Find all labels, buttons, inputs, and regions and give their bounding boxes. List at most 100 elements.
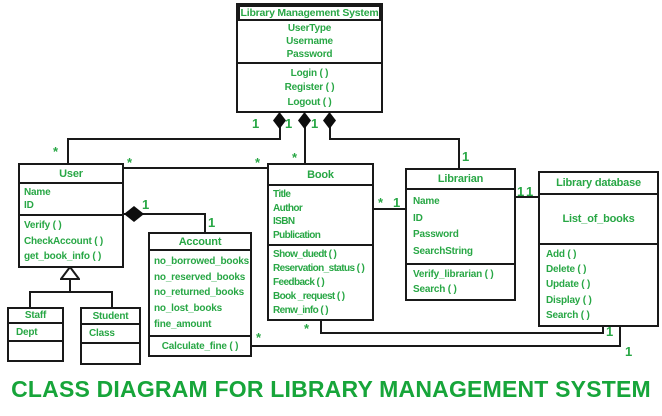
attribute: Password — [286, 49, 333, 60]
methods-section: Calculate_fine ( ) — [150, 335, 250, 355]
attributes-section: Name ID — [20, 184, 122, 214]
attribute: Title — [273, 188, 291, 200]
generalization-triangle-icon — [60, 266, 80, 280]
method: Verify ( ) — [24, 220, 62, 232]
method: Display ( ) — [546, 294, 592, 306]
edge-lms-librarian — [329, 126, 331, 140]
multiplicity-label: 1 — [462, 149, 470, 164]
multiplicity-label: 1 — [252, 116, 260, 131]
attributes-section: Class — [82, 325, 139, 342]
edge-user-account — [123, 213, 206, 215]
class-staff: Staff Dept — [7, 307, 64, 362]
method: Add ( ) — [546, 249, 577, 261]
class-librarian: Librarian Name ID Password SearchString … — [405, 168, 516, 301]
class-title: Student — [82, 309, 139, 325]
multiplicity-label: * — [256, 330, 262, 345]
edge-lms-book — [304, 126, 306, 164]
attribute: no_borrowed_books — [154, 255, 249, 267]
edge-book-librarian — [373, 208, 406, 210]
composition-diamond-icon — [124, 206, 144, 222]
attributes-section: Title Author ISBN Publication — [269, 186, 372, 244]
methods-section — [82, 342, 139, 363]
class-title: Library database — [540, 173, 657, 195]
attribute: SearchString — [413, 246, 473, 258]
method: Search ( ) — [546, 309, 590, 321]
multiplicity-label: * — [378, 195, 384, 210]
edge-lms-user — [67, 138, 281, 140]
methods-section: Show_duedt ( ) Reservation_status ( ) Fe… — [269, 244, 372, 319]
multiplicity-label: 1 — [517, 184, 525, 199]
edge-user-book — [123, 167, 268, 169]
multiplicity-label: * — [292, 150, 298, 165]
class-student: Student Class — [80, 307, 141, 365]
class-title: Account — [150, 234, 250, 251]
methods-section: Verify_librarian ( ) Search ( ) — [407, 263, 514, 299]
attributes-section: UserType Username Password — [238, 21, 381, 62]
edge-user-generalization — [69, 278, 71, 293]
class-title: Staff — [9, 309, 62, 324]
method: CheckAccount ( ) — [24, 235, 104, 247]
multiplicity-label: * — [53, 144, 59, 159]
composition-diamond-icon — [323, 112, 336, 129]
method: Feedback ( ) — [273, 277, 325, 288]
composition-diamond-icon — [298, 112, 311, 129]
method: Calculate_fine ( ) — [161, 340, 239, 352]
attribute: List_of_books — [562, 213, 635, 225]
edge-account-libdb — [251, 345, 621, 347]
method: Verify_librarian ( ) — [413, 269, 494, 280]
class-user: User Name ID Verify ( ) CheckAccount ( )… — [18, 163, 124, 268]
edge-lms-librarian — [329, 138, 460, 140]
attribute: Class — [89, 328, 115, 339]
method: get_book_info ( ) — [24, 250, 102, 262]
edge-librarian-libdb — [514, 196, 539, 198]
attributes-section: no_borrowed_books no_reserved_books no_r… — [150, 251, 250, 335]
methods-section: Add ( ) Delete ( ) Update ( ) Display ( … — [540, 243, 657, 325]
attribute: fine_amount — [154, 319, 212, 331]
multiplicity-label: * — [304, 321, 310, 336]
edge-user-generalization — [29, 291, 113, 293]
multiplicity-label: 1 — [526, 184, 534, 199]
attributes-section: List_of_books — [540, 195, 657, 243]
multiplicity-label: 1 — [393, 195, 401, 210]
class-title: Librarian — [407, 170, 514, 190]
method: Register ( ) — [284, 82, 335, 93]
diagram-caption: CLASS DIAGRAM FOR LIBRARY MANAGEMENT SYS… — [11, 376, 651, 402]
class-title: Book — [269, 165, 372, 186]
edge-lms-user — [279, 126, 281, 140]
attribute: Password — [413, 229, 459, 241]
edge-student-user — [111, 291, 113, 308]
attribute: Dept — [16, 326, 38, 338]
edge-account-libdb — [619, 326, 621, 347]
multiplicity-label: 1 — [625, 344, 633, 359]
attributes-section: Name ID Password SearchString — [407, 190, 514, 263]
method: Show_duedt ( ) — [273, 249, 337, 260]
multiplicity-label: * — [255, 155, 261, 170]
class-library-database: Library database List_of_books Add ( ) D… — [538, 171, 659, 327]
class-title: Library Management System — [238, 5, 381, 21]
class-library-management-system: Library Management System UserType Usern… — [236, 3, 383, 113]
multiplicity-label: * — [127, 155, 133, 170]
edge-staff-user — [29, 291, 31, 308]
class-book: Book Title Author ISBN Publication Show_… — [267, 163, 374, 321]
attribute: no_lost_books — [154, 303, 222, 315]
method: Renw_info ( ) — [273, 305, 329, 316]
method: Reservation_status ( ) — [273, 263, 365, 274]
attribute: ISBN — [273, 216, 295, 228]
attribute: Name — [413, 195, 440, 207]
attributes-section: Dept — [9, 324, 62, 340]
attribute: Publication — [273, 230, 321, 242]
composition-diamond-icon — [273, 112, 286, 129]
attribute: ID — [413, 212, 423, 224]
method: Delete ( ) — [546, 264, 587, 276]
attribute: no_reserved_books — [154, 271, 246, 283]
method: Update ( ) — [546, 279, 591, 291]
attribute: ID — [24, 200, 34, 212]
edge-user-account — [204, 213, 206, 233]
multiplicity-label: 1 — [142, 197, 150, 212]
edge-book-libdb — [602, 326, 604, 334]
multiplicity-label: 1 — [208, 215, 216, 230]
method: Login ( ) — [290, 67, 329, 79]
methods-section — [9, 340, 62, 360]
class-account: Account no_borrowed_books no_reserved_bo… — [148, 232, 252, 357]
